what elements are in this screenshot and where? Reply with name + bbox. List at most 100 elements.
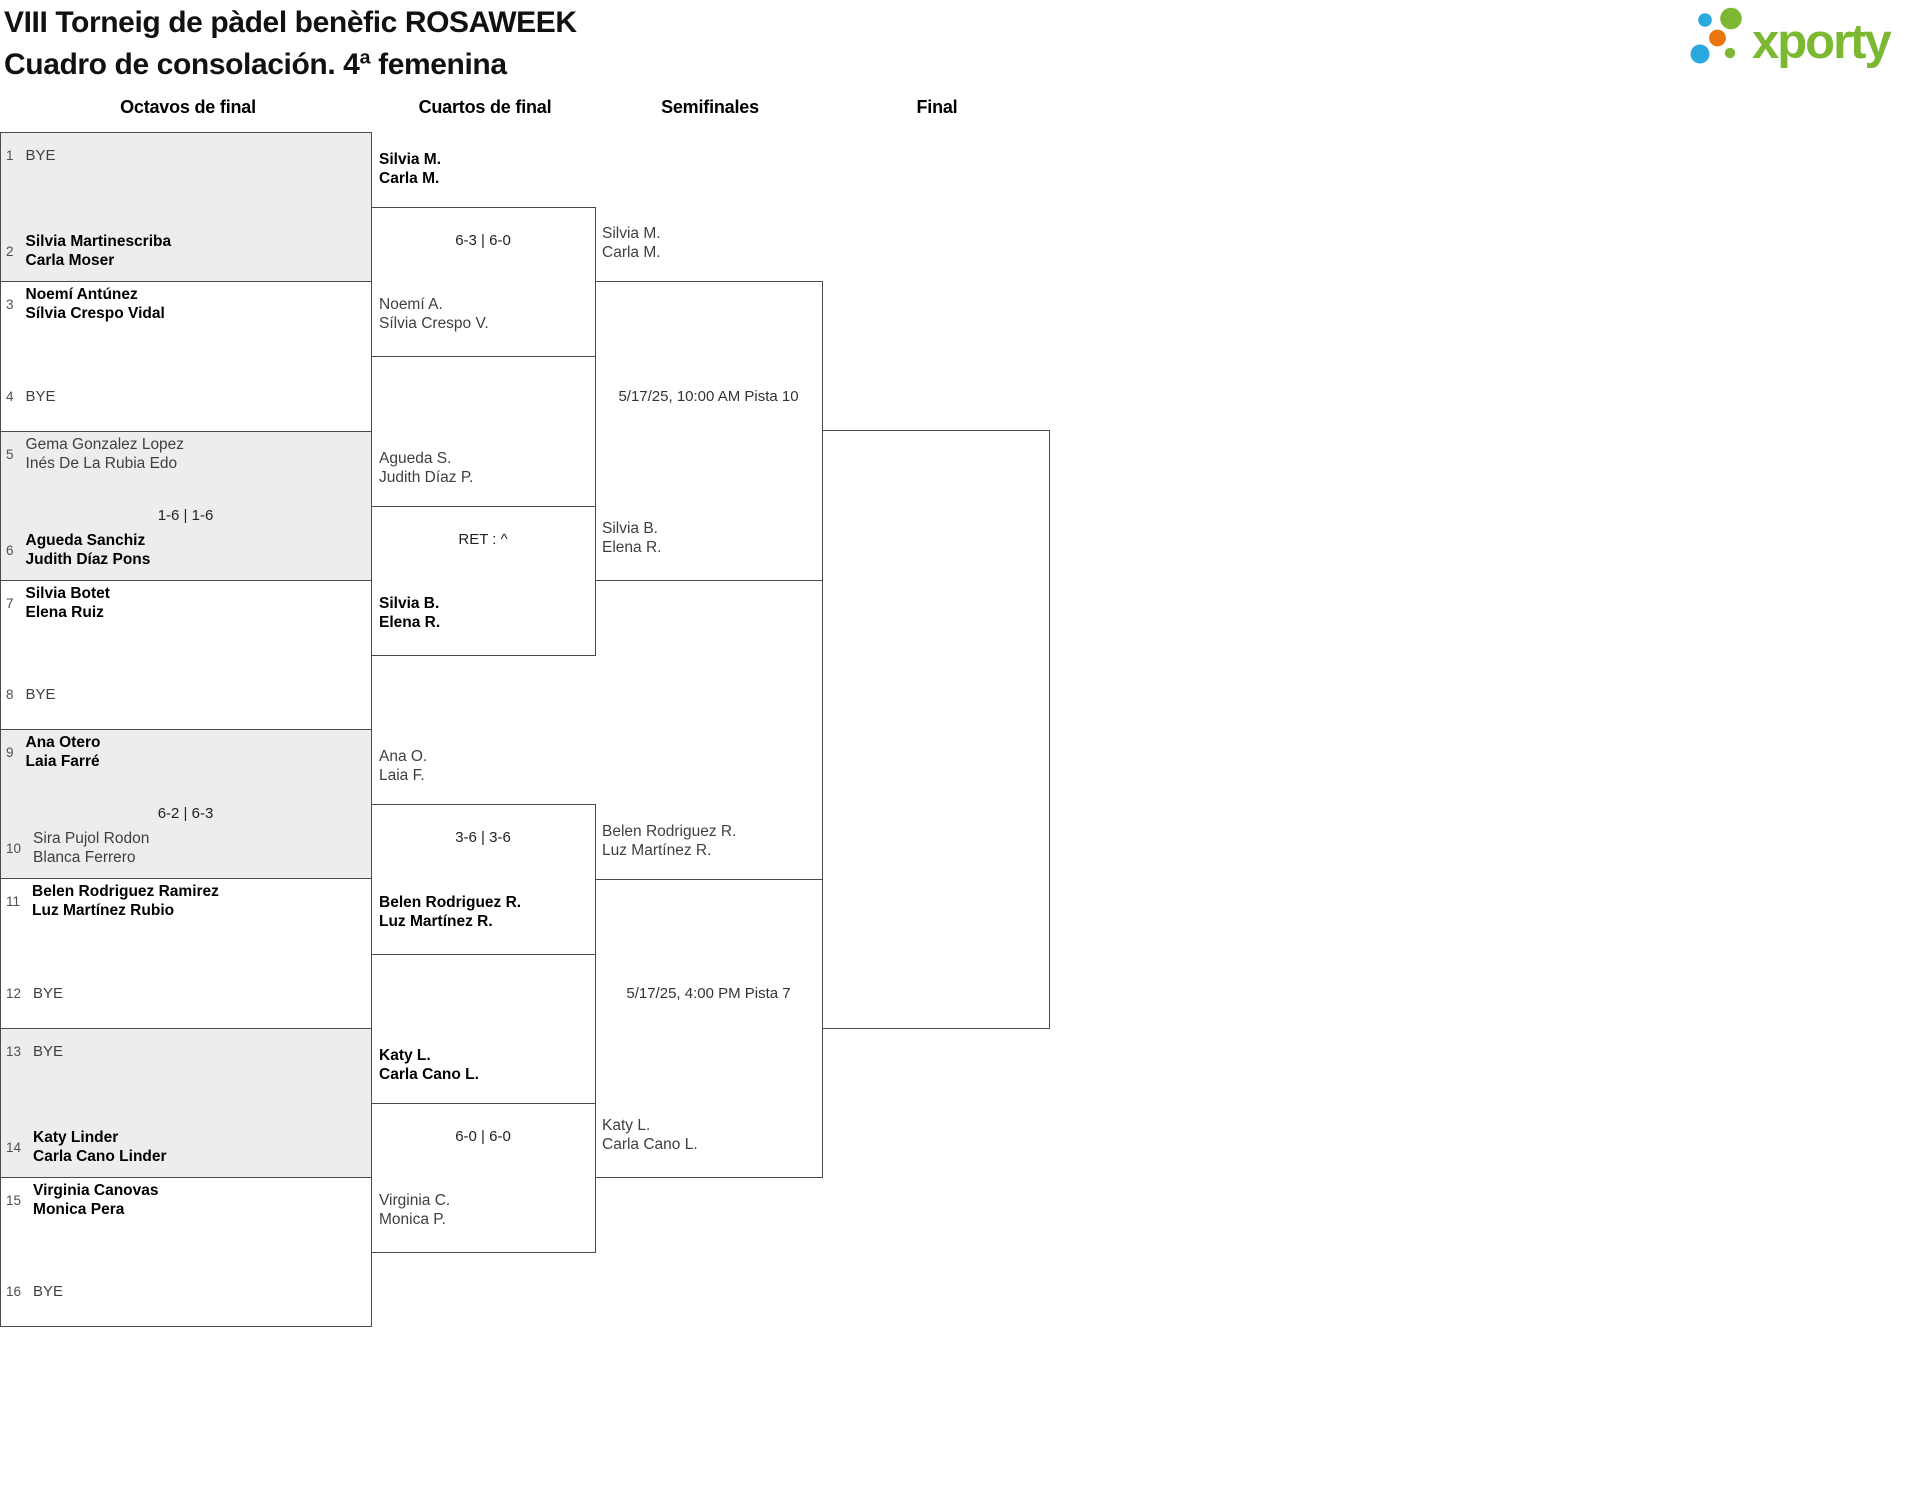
team-player-line: Elena R.	[379, 613, 441, 631]
bye-label: BYE	[33, 985, 64, 1002]
cuartos-match-box	[371, 207, 596, 357]
advancing-team-name: Belen Rodriguez R.Luz Martínez R.	[602, 823, 736, 860]
bye-label: BYE	[33, 1043, 64, 1060]
team-player-line: Carla Cano L.	[602, 1135, 698, 1153]
team-player-line: Carla M.	[602, 243, 661, 261]
match-score: 6-3 | 6-0	[455, 232, 511, 249]
page-subtitle: Cuadro de consolación. 4ª femenina	[4, 48, 507, 81]
advancing-team-name: Katy L.Carla Cano L.	[602, 1117, 698, 1154]
advancing-team-name: Silvia M.Carla M.	[602, 225, 661, 262]
cuartos-match-box	[371, 804, 596, 955]
bye-label: BYE	[33, 1283, 64, 1300]
seed-number: 9	[6, 745, 14, 760]
bye-label: BYE	[25, 686, 56, 703]
team-player-line: Belen Rodriguez R.	[379, 894, 522, 911]
team-player-line: Ana O.	[379, 748, 428, 765]
team-player-line: Judith Díaz P.	[379, 468, 474, 486]
team-player-line: Silvia B.	[379, 595, 440, 612]
match-score: 3-6 | 3-6	[455, 829, 511, 846]
advancing-team-name: Virginia C.Monica P.	[379, 1192, 450, 1229]
team-player-line: Silvia Martinescriba	[25, 233, 172, 250]
round-header: Cuartos de final	[418, 97, 552, 117]
team-player-line: Gema Gonzalez Lopez	[25, 436, 185, 453]
team-player-line: Ana Otero	[25, 734, 101, 751]
round-header: Final	[916, 97, 958, 117]
octavos-match-box	[0, 1028, 372, 1178]
team-player-line: Monica P.	[379, 1210, 446, 1228]
team-player-line: Noemí Antúnez	[25, 286, 138, 303]
seed-number: 6	[6, 543, 14, 558]
team-player-line: Judith Díaz Pons	[25, 550, 151, 568]
team-player-line: Virginia Canovas	[33, 1182, 159, 1199]
team-player-line: Sílvia Crespo Vidal	[25, 304, 165, 322]
octavos-match-box	[0, 431, 372, 581]
team-player-line: Silvia M.	[602, 225, 661, 242]
advancing-team-name: Belen Rodriguez R.Luz Martínez R.	[379, 894, 521, 931]
team-player-line: Luz Martínez R.	[379, 912, 493, 930]
advancing-team-name: Silvia B.Elena R.	[602, 520, 661, 557]
octavos-match-box	[0, 132, 372, 282]
round-header: Octavos de final	[120, 97, 256, 117]
final-match-box	[822, 430, 1050, 1029]
seed-entry: 4 BYE	[6, 388, 56, 405]
match-score: 1-6 | 1-6	[157, 506, 214, 524]
team-player-line: Silvia B.	[602, 520, 658, 537]
seed-number: 3	[6, 297, 14, 312]
team-player-line: Noemí A.	[379, 296, 443, 313]
seed-number: 16	[6, 1284, 22, 1299]
advancing-team-name: Noemí A.Sílvia Crespo V.	[379, 296, 489, 333]
team-player-line: Silvia Botet	[25, 585, 110, 602]
xporty-logo[interactable]: xporty	[1688, 4, 1916, 74]
page-title-block: VIII Torneig de pàdel benèfic ROSAWEEK C…	[4, 2, 577, 86]
match-score: RET : ^	[458, 531, 508, 548]
seed-number: 12	[6, 986, 22, 1001]
seed-number: 13	[6, 1044, 22, 1059]
match-score: 6-2 | 6-3	[157, 804, 214, 822]
match-schedule: 5/17/25, 4:00 PM Pista 7	[626, 985, 791, 1002]
team-player-line: Carla Cano Linder	[33, 1147, 167, 1165]
page-title: VIII Torneig de pàdel benèfic ROSAWEEK	[4, 6, 577, 39]
advancing-team-name: Ana O.Laia F.	[379, 748, 427, 785]
team-player-line: Katy L.	[379, 1047, 431, 1064]
team-player-line: Monica Pera	[33, 1200, 125, 1218]
team-player-line: Carla M.	[379, 169, 440, 187]
team-player-line: Sílvia Crespo V.	[379, 314, 489, 332]
team-player-line: Katy L.	[602, 1117, 651, 1134]
advancing-team-name: Katy L.Carla Cano L.	[379, 1047, 479, 1084]
bye-label: BYE	[25, 388, 56, 405]
team-player-line: Belen Rodriguez R.	[602, 823, 737, 840]
team-player-line: Belen Rodriguez Ramirez	[32, 883, 219, 900]
seed-number: 2	[6, 244, 14, 259]
seed-number: 4	[6, 389, 14, 404]
match-score: 6-0 | 6-0	[455, 1128, 511, 1145]
advancing-team-name: Silvia M.Carla M.	[379, 151, 441, 188]
team-player-line: Katy Linder	[33, 1129, 119, 1146]
seed-number: 14	[6, 1140, 22, 1155]
xporty-logo-text: xporty	[1752, 15, 1892, 69]
advancing-team-name: Silvia B.Elena R.	[379, 595, 440, 632]
team-player-line: Virginia C.	[379, 1192, 451, 1209]
round-header: Semifinales	[661, 97, 759, 117]
team-player-line: Agueda S.	[379, 450, 452, 467]
xporty-logo-icon	[1690, 7, 1742, 64]
seed-number: 11	[6, 894, 21, 909]
seed-entry: 16 BYE	[6, 1283, 63, 1300]
